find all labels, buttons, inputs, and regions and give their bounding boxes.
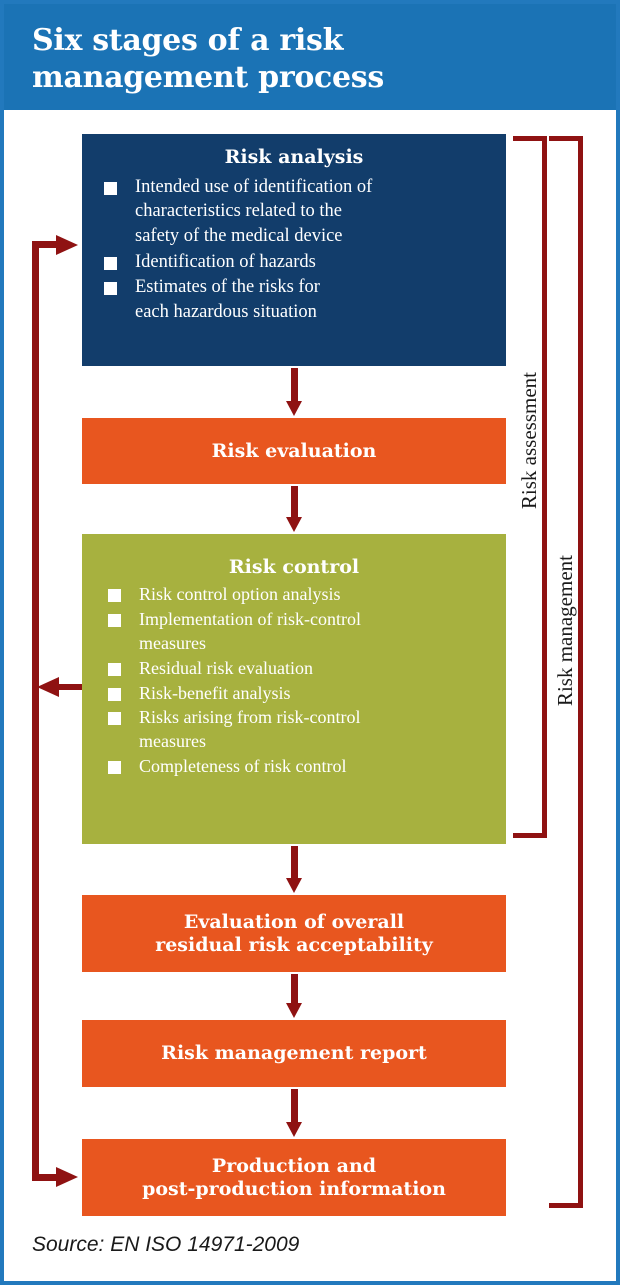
bullet-text: Estimates of the risks for each hazardou… <box>135 277 320 322</box>
square-bullet-icon <box>104 282 117 296</box>
arrow-down-icon-report-to-production <box>286 1089 302 1137</box>
list-item: Completeness of risk control <box>108 755 506 779</box>
arrow-right-icon-into-production <box>56 1167 78 1187</box>
bullet-list-risk-control: Risk control option analysis Implementat… <box>82 583 506 780</box>
stage-box-risk-analysis[interactable]: Risk analysis Intended use of identifica… <box>82 134 506 366</box>
bullet-text: Implementation of risk-control measures <box>139 608 361 653</box>
square-bullet-icon <box>108 588 121 602</box>
square-bullet-icon <box>108 613 121 627</box>
page-title: Six stages of a risk management process <box>32 23 384 96</box>
stage-title-risk-evaluation: Risk evaluation <box>211 439 377 462</box>
list-item: Implementation of risk-control measures <box>108 608 506 656</box>
stage-title-risk-analysis: Risk analysis <box>224 146 364 168</box>
arrow-left-icon-from-risk-control <box>37 677 59 697</box>
bracket-risk-management <box>549 136 583 1208</box>
arrow-down-icon-analysis-to-evaluation <box>286 368 302 416</box>
list-item: Risk-benefit analysis <box>108 682 506 706</box>
bullet-text: Risks arising from risk-control measures <box>139 707 361 752</box>
arrow-head <box>286 878 302 893</box>
arrow-head <box>286 1003 302 1018</box>
arrow-down-icon-evaluation-to-control <box>286 486 302 532</box>
stage-box-risk-evaluation[interactable]: Risk evaluation <box>82 418 506 484</box>
list-item: Residual risk evaluation <box>108 657 506 681</box>
arrow-down-icon-control-to-overall <box>286 846 302 893</box>
list-item: Risks arising from risk-control measures <box>108 706 506 754</box>
stage-box-production-post-production[interactable]: Production and post-production informati… <box>82 1139 506 1216</box>
diagram-canvas: Risk analysis Intended use of identifica… <box>4 110 616 1281</box>
stage-title-risk-control: Risk control <box>228 556 360 578</box>
bullet-text: Identification of hazards <box>135 251 316 272</box>
arrow-right-icon-into-risk-analysis <box>56 235 78 255</box>
arrow-head <box>286 1122 302 1137</box>
feedback-loop-bottom-connector <box>32 1174 62 1181</box>
arrow-shaft <box>291 1089 298 1122</box>
arrow-head <box>286 517 302 532</box>
square-bullet-icon <box>108 662 121 676</box>
stage-box-risk-management-report[interactable]: Risk management report <box>82 1020 506 1087</box>
stage-title-overall-residual-risk: Evaluation of overall residual risk acce… <box>155 910 433 956</box>
arrow-shaft <box>291 368 298 401</box>
bracket-label-risk-assessment: Risk assessment <box>517 372 541 510</box>
stage-title-risk-management-report: Risk management report <box>161 1042 427 1065</box>
arrow-shaft <box>291 486 298 517</box>
stage-box-risk-control[interactable]: Risk control Risk control option analysi… <box>82 534 506 844</box>
header-banner: Six stages of a risk management process <box>4 4 616 110</box>
arrow-head <box>286 401 302 416</box>
stage-title-production-post-production: Production and post-production informati… <box>142 1154 446 1200</box>
feedback-loop-top-connector <box>32 241 62 248</box>
arrow-shaft <box>291 846 298 878</box>
bullet-text: Intended use of identification of charac… <box>135 176 373 246</box>
feedback-loop-spine <box>32 241 39 1181</box>
square-bullet-icon <box>108 687 121 701</box>
list-item: Estimates of the risks for each hazardou… <box>104 275 506 324</box>
list-item: Intended use of identification of charac… <box>104 175 506 249</box>
bullet-text: Risk control option analysis <box>139 583 341 604</box>
arrow-shaft <box>291 974 298 1003</box>
stage-box-overall-residual-risk[interactable]: Evaluation of overall residual risk acce… <box>82 895 506 972</box>
square-bullet-icon <box>104 181 117 195</box>
square-bullet-icon <box>108 761 121 775</box>
feedback-loop-mid-connector <box>59 684 84 690</box>
bullet-text: Completeness of risk control <box>139 756 347 777</box>
list-item: Identification of hazards <box>104 250 506 275</box>
bracket-risk-assessment <box>513 136 547 838</box>
source-citation: Source: EN ISO 14971-2009 <box>32 1233 300 1256</box>
bullet-text: Risk-benefit analysis <box>139 682 291 703</box>
bullet-list-risk-analysis: Intended use of identification of charac… <box>82 175 506 325</box>
bullet-text: Residual risk evaluation <box>139 657 313 678</box>
arrow-down-icon-overall-to-report <box>286 974 302 1018</box>
bracket-label-risk-management: Risk management <box>553 555 577 707</box>
square-bullet-icon <box>108 712 121 726</box>
square-bullet-icon <box>104 256 117 270</box>
list-item: Risk control option analysis <box>108 583 506 607</box>
